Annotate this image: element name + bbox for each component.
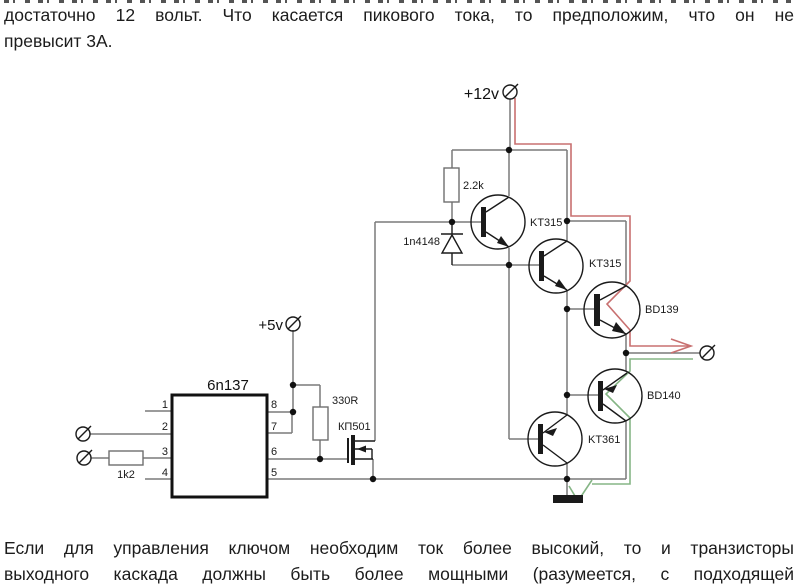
ic-pin2-number: 2 bbox=[162, 421, 168, 433]
ground-symbol bbox=[553, 495, 583, 503]
transistor-base-bar bbox=[598, 381, 603, 411]
transistor-label: KT361 bbox=[588, 434, 620, 446]
paragraph-top-line1: достаточно 12 вольт. Что касается пиково… bbox=[4, 5, 794, 25]
transistor-bd140: BD140 bbox=[587, 368, 681, 424]
transistor-body bbox=[470, 194, 526, 250]
paragraph-bottom-line1: Если для управления ключом необходим ток… bbox=[4, 538, 794, 558]
resistor-1k2-label: 1k2 bbox=[117, 469, 135, 481]
resistor-1k2-body bbox=[108, 450, 144, 466]
emitter-arrow bbox=[555, 279, 567, 290]
junction-dot bbox=[369, 475, 377, 483]
junction-dot bbox=[505, 146, 513, 154]
ic-pin5-number: 5 bbox=[271, 467, 277, 479]
transistor-legs bbox=[602, 372, 628, 422]
emitter-arrow bbox=[612, 322, 626, 334]
transistor-legs bbox=[542, 414, 568, 464]
diode-1n4148: 1n4148 bbox=[403, 222, 464, 265]
transistor-legs bbox=[485, 196, 510, 248]
resistor-2k2-label: 2.2k bbox=[463, 180, 484, 192]
mosfet-kp501: КП501 bbox=[338, 421, 375, 465]
transistor-label: BD139 bbox=[645, 304, 679, 316]
transistor-base-bar bbox=[539, 251, 544, 281]
transistor-kt315-2: KT315 bbox=[528, 238, 621, 294]
junction-dot bbox=[563, 305, 571, 313]
transistor-label: BD140 bbox=[647, 390, 681, 402]
ic-pin1-number: 1 bbox=[162, 399, 168, 411]
resistor-330r: 330R bbox=[312, 395, 358, 441]
supply-path-arrowhead bbox=[670, 338, 694, 354]
terminal-slash bbox=[78, 449, 93, 464]
terminal-slash bbox=[287, 315, 302, 330]
junction-dot bbox=[505, 261, 513, 269]
junction-dot bbox=[289, 381, 297, 389]
transistor-body bbox=[528, 238, 584, 294]
transistor-label: KT315 bbox=[530, 217, 562, 229]
clipped-previous-text-line bbox=[4, 0, 792, 3]
mosfet-channel-bar bbox=[351, 435, 355, 465]
terminal-output bbox=[699, 344, 716, 361]
transistor-base-bar bbox=[594, 294, 600, 326]
paragraph-bottom-line2: выходного каскада должны быть более мощн… bbox=[4, 564, 794, 584]
terminal-5v bbox=[285, 315, 302, 332]
resistor-330r-label: 330R bbox=[332, 395, 358, 407]
resistor-1k2: 1k2 bbox=[108, 450, 144, 481]
resistor-330r-body bbox=[312, 406, 329, 441]
circuit-wiring bbox=[90, 99, 700, 495]
emitter-arrow bbox=[604, 385, 617, 393]
terminal-circle bbox=[699, 345, 715, 361]
terminal-12v bbox=[502, 83, 519, 100]
paragraph-top-line2: превысит 3А. bbox=[4, 31, 113, 51]
resistor-2k2: 2.2k bbox=[443, 167, 484, 203]
diode-triangle bbox=[440, 233, 464, 254]
optocoupler-ic-label: 6n137 bbox=[207, 377, 249, 394]
paragraph-top: достаточно 12 вольт. Что касается пиково… bbox=[4, 2, 794, 54]
transistor-base-bar bbox=[538, 424, 543, 454]
terminal-slash bbox=[504, 83, 519, 98]
junction-dot bbox=[563, 217, 571, 225]
supply-5v-label: +5v bbox=[258, 317, 283, 334]
mosfet-substrate-arrow bbox=[357, 445, 366, 453]
junction-dots bbox=[289, 146, 630, 483]
terminal-slash bbox=[77, 425, 92, 440]
transistor-body bbox=[583, 281, 641, 339]
junction-dot bbox=[563, 475, 571, 483]
ic-pin4-number: 4 bbox=[162, 467, 168, 479]
emitter-arrow bbox=[544, 428, 557, 436]
junction-dot bbox=[563, 391, 571, 399]
terminal-slash bbox=[701, 344, 716, 359]
junction-dot bbox=[622, 349, 630, 357]
transistor-kt315-1: KT315 bbox=[470, 194, 562, 250]
terminal-circle bbox=[502, 84, 518, 100]
return-current-path bbox=[592, 358, 693, 485]
transistor-body bbox=[587, 368, 643, 424]
transistor-base-bar bbox=[481, 207, 486, 237]
transistor-body bbox=[527, 411, 583, 467]
supply-current-path bbox=[514, 98, 690, 347]
ic-pin6-number: 6 bbox=[271, 446, 277, 458]
ic-pin7-number: 7 bbox=[271, 421, 277, 433]
emitter-arrow bbox=[497, 236, 509, 247]
junction-dot bbox=[289, 408, 297, 416]
diode-label: 1n4148 bbox=[403, 236, 440, 248]
transistor-kt361: KT361 bbox=[527, 411, 620, 467]
supply-12v-label: +12v bbox=[464, 86, 499, 103]
mosfet-label: КП501 bbox=[338, 421, 371, 433]
transistor-bd139: BD139 bbox=[583, 281, 679, 339]
terminal-circle bbox=[285, 316, 301, 332]
junction-dot bbox=[316, 455, 324, 463]
terminal-circle bbox=[76, 450, 92, 466]
junction-dot bbox=[448, 218, 456, 226]
terminal-input-2 bbox=[75, 425, 92, 442]
diode-leads bbox=[441, 222, 463, 265]
terminal-circle bbox=[75, 426, 91, 442]
paragraph-bottom: Если для управления ключом необходим ток… bbox=[4, 535, 794, 587]
ic-pin3-number: 3 bbox=[162, 446, 168, 458]
transistor-label: KT315 bbox=[589, 258, 621, 270]
ic-pin8-number: 8 bbox=[271, 399, 277, 411]
optocoupler-ic-body bbox=[170, 393, 269, 499]
resistor-2k2-body bbox=[443, 167, 460, 203]
transistor-legs bbox=[543, 240, 568, 291]
terminal-input-3 bbox=[76, 449, 93, 466]
